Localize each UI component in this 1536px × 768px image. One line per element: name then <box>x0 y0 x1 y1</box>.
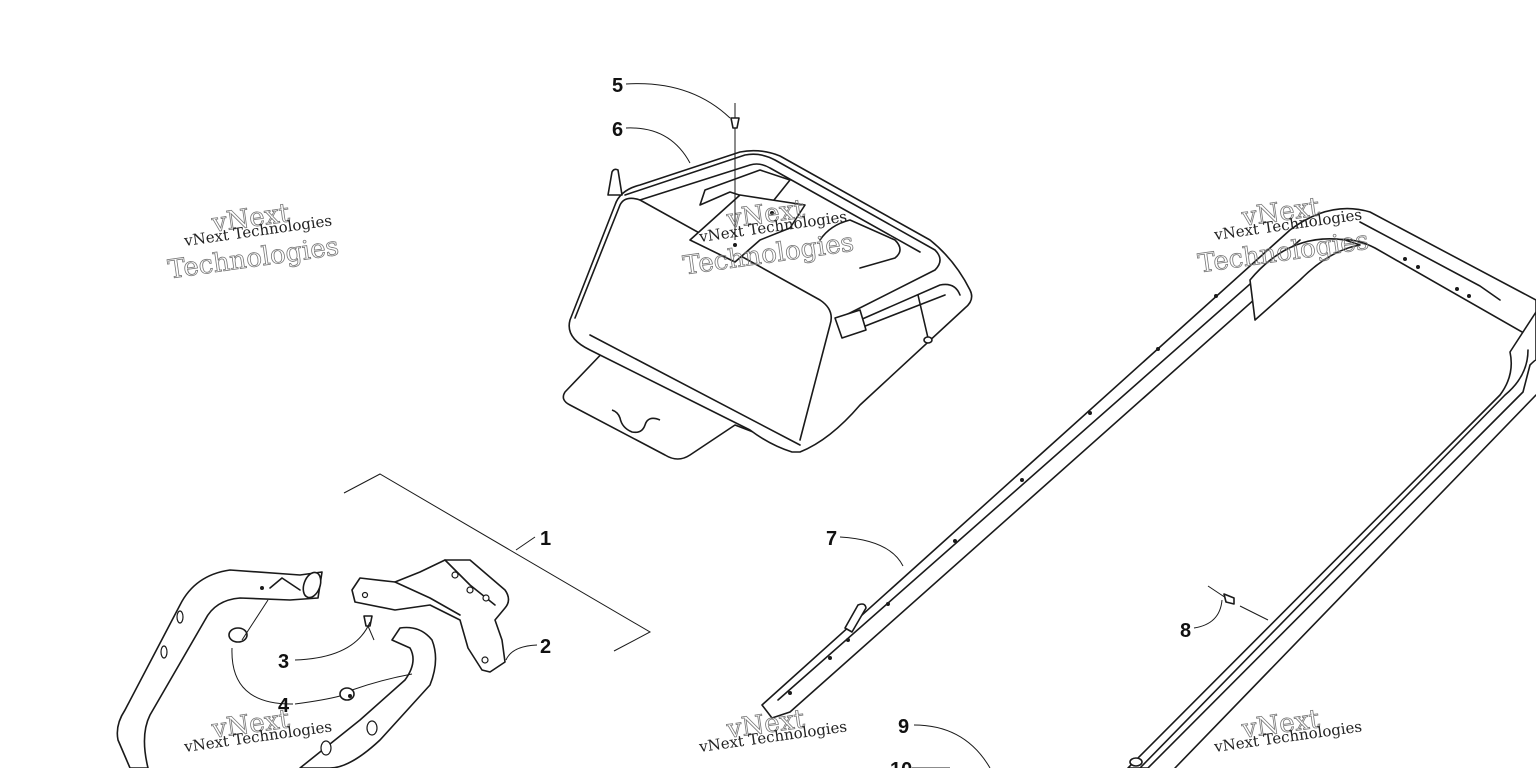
right-frame <box>1127 238 1536 768</box>
callout-7: 7 <box>826 528 837 550</box>
callout-labels: 1 2 3 4 5 6 7 8 9 10 <box>278 75 1191 768</box>
cap-part4-a <box>228 627 248 643</box>
bag-mount-plate <box>689 194 806 263</box>
callout-4: 4 <box>278 695 290 717</box>
callout-6: 6 <box>612 119 623 141</box>
leader-lines <box>231 83 1223 768</box>
assembly-group-bracket <box>343 473 652 652</box>
storage-bag <box>562 149 973 460</box>
watermark-4: vNext vNext Technologies <box>182 704 333 756</box>
callout-1: 1 <box>540 528 551 550</box>
screw-part3 <box>363 615 375 641</box>
watermark-3: vNext vNext Technologies Technologies <box>1196 192 1371 280</box>
screw-part8 <box>1207 585 1269 621</box>
callout-3: 3 <box>278 651 289 673</box>
watermark-1: vNext vNext Technologies Technologies <box>166 198 341 286</box>
mounting-bracket <box>351 559 510 673</box>
bag-handle <box>607 168 623 196</box>
cap-part4-b <box>339 687 355 701</box>
callout-5: 5 <box>612 75 623 97</box>
bag-base-plate <box>562 344 801 460</box>
callout-8: 8 <box>1180 620 1191 642</box>
callout-10: 10 <box>890 759 912 768</box>
callout-9: 9 <box>898 716 909 738</box>
callout-2: 2 <box>540 636 551 658</box>
watermark-6: vNext vNext Technologies <box>1212 704 1363 756</box>
loop-handle <box>116 569 437 768</box>
rivet-top <box>730 103 740 240</box>
